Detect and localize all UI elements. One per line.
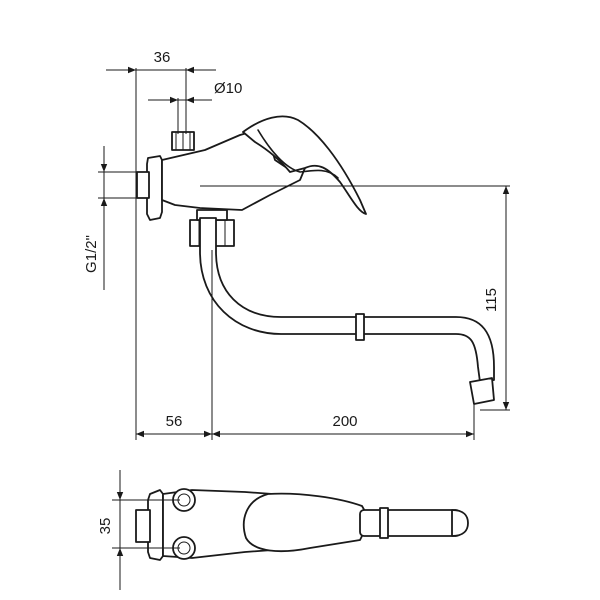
dim-35-label: 35 [97, 518, 114, 535]
dim-56-label: 56 [166, 413, 183, 430]
dim-36-label: 36 [154, 49, 171, 66]
dim-thread-label: G1/2" [83, 235, 100, 273]
dim-diameter-label: Ø10 [214, 80, 242, 97]
dim-35: 35 [97, 470, 180, 590]
lever-handle [242, 115, 367, 215]
top-view [135, 488, 469, 561]
spout-tube [199, 217, 495, 383]
dimension-lines: 36 Ø10 G1/2" 115 56 200 [83, 49, 510, 440]
side-view [136, 115, 495, 405]
spout-band [355, 313, 365, 341]
dim-200-label: 200 [332, 413, 357, 430]
top-spout [359, 509, 461, 537]
lever-inner [257, 129, 339, 179]
top-spout-tip [451, 509, 469, 537]
dim-115-label: 115 [483, 288, 500, 312]
wall-connector [136, 171, 150, 199]
aerator-tip [469, 377, 495, 405]
top-wall-connector [135, 509, 151, 543]
top-lever [242, 492, 371, 553]
top-spout-band [379, 507, 389, 539]
